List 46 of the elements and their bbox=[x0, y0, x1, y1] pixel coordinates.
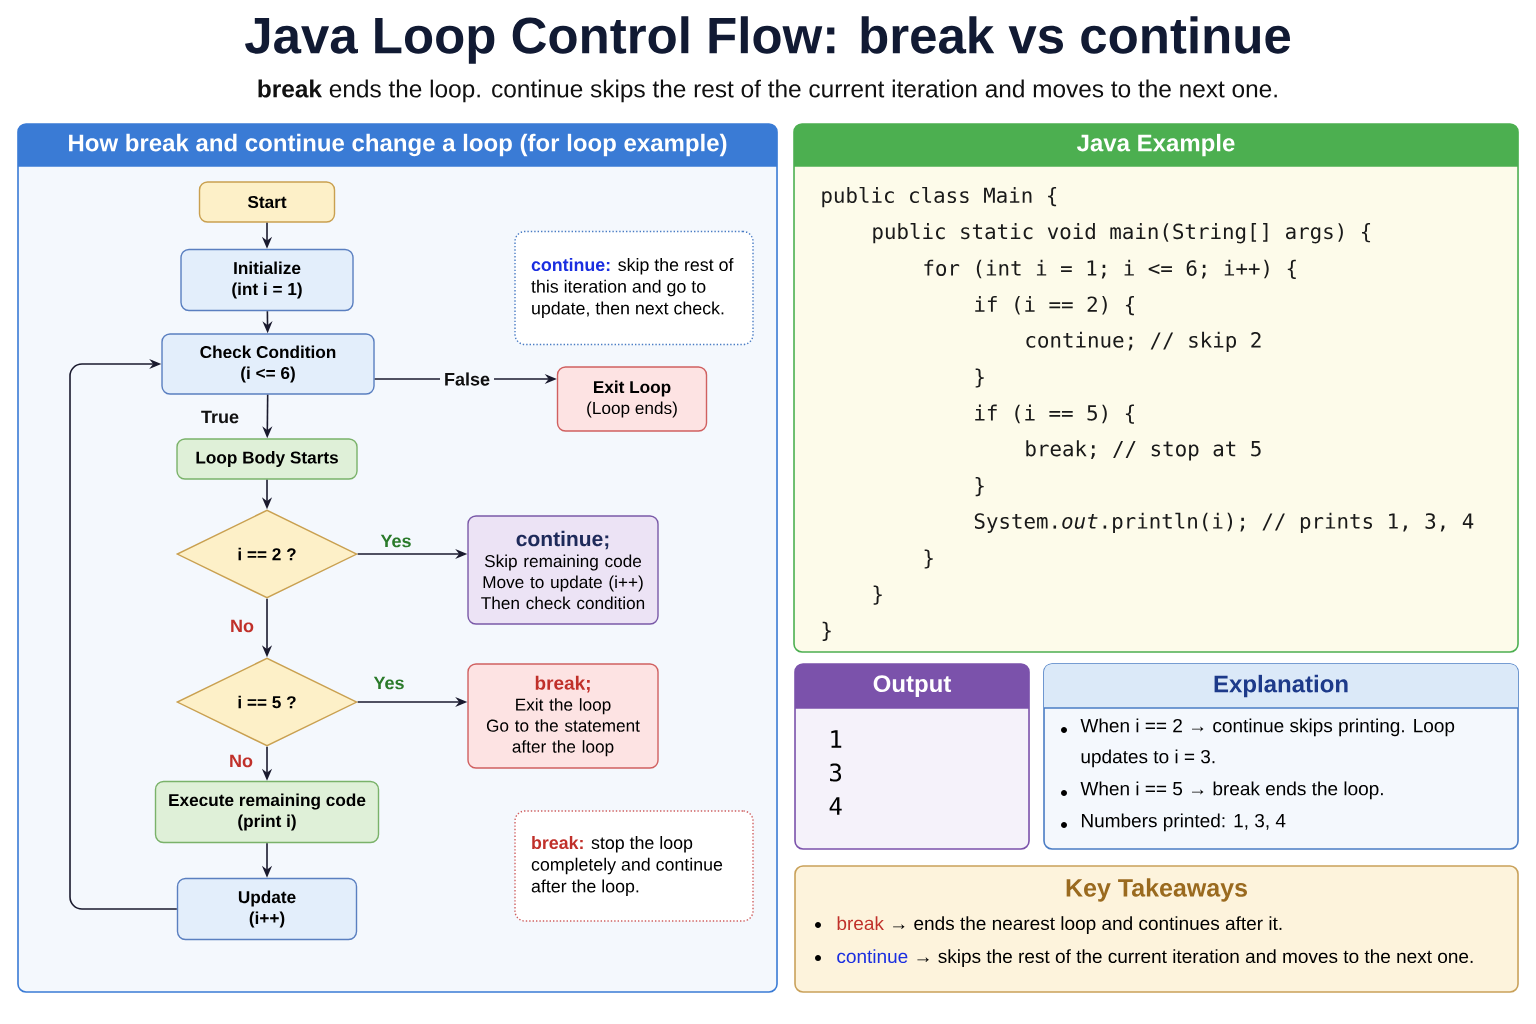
code-line: if (i == 5) { bbox=[975, 404, 1134, 424]
code-line: break; // stop at 5 bbox=[1026, 440, 1261, 461]
code-line: } bbox=[975, 477, 984, 497]
edge-label: True bbox=[197, 406, 243, 428]
code-line: if (i == 2) { bbox=[975, 296, 1134, 316]
panel-header: How break and continue change a loop (for loop example) bbox=[17, 124, 778, 167]
code-line: for (int i = 1; i <= 6; i++) { bbox=[924, 259, 1296, 279]
code-line: public class Main { bbox=[822, 186, 1057, 208]
subtitle: break ends the loop. continue skips the rest of the current iteration and moves to the next one. bbox=[258, 79, 1277, 103]
callout-box: continue: skip the rest of this iteration and go to update, then next check. bbox=[514, 230, 754, 346]
process-box: Execute remaining code (print i) bbox=[154, 780, 380, 844]
process-box: break; Exit the loop Go to the statement after the loop bbox=[467, 663, 659, 769]
output-value: 4 bbox=[829, 797, 842, 815]
arrow bbox=[69, 358, 178, 910]
list-item: When i == 2 → continue skips printing. Loop updates to i = 3. bbox=[1080, 718, 1455, 768]
process-box: Initialize (int i = 1) bbox=[180, 248, 354, 312]
output-value: 1 bbox=[831, 730, 842, 748]
list-item: break → ends the nearest loop and continues after it. bbox=[837, 916, 1282, 934]
list-item: Numbers printed: 1, 3, 4 bbox=[1082, 813, 1286, 832]
code-line: continue; // skip 2 bbox=[1026, 331, 1261, 352]
list-item: continue → skips the rest of the current iteration and moves to the next one. bbox=[837, 949, 1473, 967]
code-line: } bbox=[822, 621, 831, 641]
panel-heading: Key Takeaways bbox=[1066, 878, 1247, 902]
panel-header: Explanation bbox=[1043, 664, 1519, 709]
process-box: Exit Loop (Loop ends) bbox=[556, 366, 708, 432]
edge-label: Yes bbox=[369, 672, 409, 694]
edge-label: False bbox=[440, 368, 494, 390]
edge-label: No bbox=[226, 615, 258, 637]
callout-box: break: stop the loop completely and continue after the loop. bbox=[514, 810, 754, 922]
code-line: public static void main(String[] args) { bbox=[873, 223, 1371, 244]
code-line: System.out.println(i); // prints 1, 3, 4 bbox=[974, 512, 1474, 533]
panel-header: Output bbox=[794, 664, 1030, 709]
process-box: Update (i++) bbox=[176, 877, 358, 941]
edge-label: No bbox=[225, 750, 257, 772]
code-line: } bbox=[924, 549, 933, 569]
edge-label: Yes bbox=[376, 530, 416, 552]
code-line: } bbox=[975, 368, 984, 388]
code-line: } bbox=[873, 585, 882, 605]
process-box: Loop Body Starts bbox=[176, 438, 358, 480]
title: Java Loop Control Flow: break vs continue bbox=[245, 16, 1291, 64]
terminator-box: Start bbox=[198, 181, 336, 223]
list-item: When i == 5 → break ends the loop. bbox=[1080, 781, 1383, 800]
process-box: Check Condition (i <= 6) bbox=[161, 333, 375, 395]
panel-header: Java Example bbox=[793, 124, 1519, 167]
process-box: continue; Skip remaining code Move to update (i++) Then check condition bbox=[467, 515, 659, 625]
output-value: 3 bbox=[830, 763, 842, 782]
